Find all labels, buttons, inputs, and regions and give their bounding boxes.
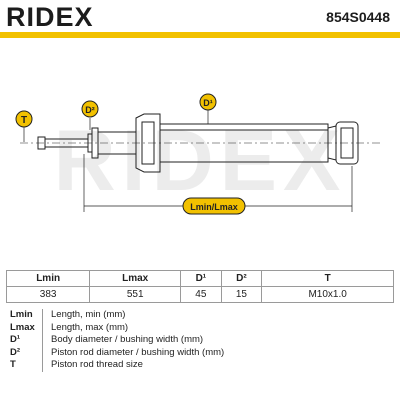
header-d2: D² (220, 270, 263, 287)
legend-row: D² Piston rod diameter / bushing width (… (10, 346, 225, 359)
legend-desc: Length, min (mm) (51, 309, 126, 320)
legend-row: T Piston rod thread size (10, 359, 224, 372)
specs-value-row: 383 551 45 15 M10x1.0 (5, 286, 394, 303)
specs-header-row: Lmin Lmax D¹ D² T (5, 270, 394, 287)
label-d2: D² (85, 105, 95, 115)
label-d1: D¹ (203, 98, 213, 108)
legend: Lmin Length, min (mm) Lmax Length, max (… (10, 309, 224, 372)
callout-d2: D² (81, 100, 99, 118)
header-d1: D¹ (180, 270, 222, 287)
shock-absorber-diagram: RIDEX T D² D¹ (15, 93, 380, 215)
legend-row: D¹ Body diameter / bushing width (mm) (10, 334, 224, 347)
part-number: 854S0448 (326, 9, 390, 25)
lower-eye-bushing (340, 127, 354, 159)
legend-desc: Length, max (mm) (51, 321, 129, 333)
value-t: M10x1.0 (261, 286, 394, 303)
value-lmax: 551 (89, 286, 182, 303)
legend-key: D¹ (10, 334, 43, 347)
header-lmax: Lmax (89, 270, 182, 287)
callout-t: T (15, 110, 33, 128)
legend-key: D² (10, 346, 43, 359)
lower-eye-mount (335, 121, 359, 165)
legend-row: Lmin Length, min (mm) (10, 309, 224, 322)
shock-absorber-drawing (20, 113, 380, 173)
callout-length: Lmin/Lmax (182, 197, 246, 215)
legend-desc: Piston rod thread size (51, 359, 143, 370)
label-t: T (21, 115, 27, 126)
value-d1: 45 (180, 286, 222, 303)
header-accent-bar (0, 32, 400, 38)
value-d2: 15 (220, 286, 263, 303)
legend-key: Lmin (10, 309, 43, 322)
watermark-text: RIDEX (54, 113, 347, 209)
rod-thread-end (37, 136, 46, 150)
value-lmin: 383 (5, 286, 91, 303)
legend-desc: Body diameter / bushing width (mm) (51, 334, 204, 345)
legend-key: Lmax (10, 321, 43, 334)
rod-washer (91, 127, 99, 159)
legend-row: Lmax Length, max (mm) (10, 321, 224, 334)
label-length: Lmin/Lmax (190, 202, 238, 212)
specs-table: Lmin Lmax D¹ D² T 383 551 45 15 M10x1.0 (5, 270, 394, 303)
header-lmin: Lmin (5, 270, 91, 287)
legend-desc: Piston rod diameter / bushing width (mm) (51, 346, 225, 358)
legend-key: T (10, 359, 43, 372)
mount-plate (135, 113, 161, 173)
header-t: T (261, 270, 394, 287)
mount-plate-inner (141, 121, 155, 165)
brand-logo: RIDEX (6, 2, 94, 32)
callout-d1: D¹ (199, 93, 217, 111)
